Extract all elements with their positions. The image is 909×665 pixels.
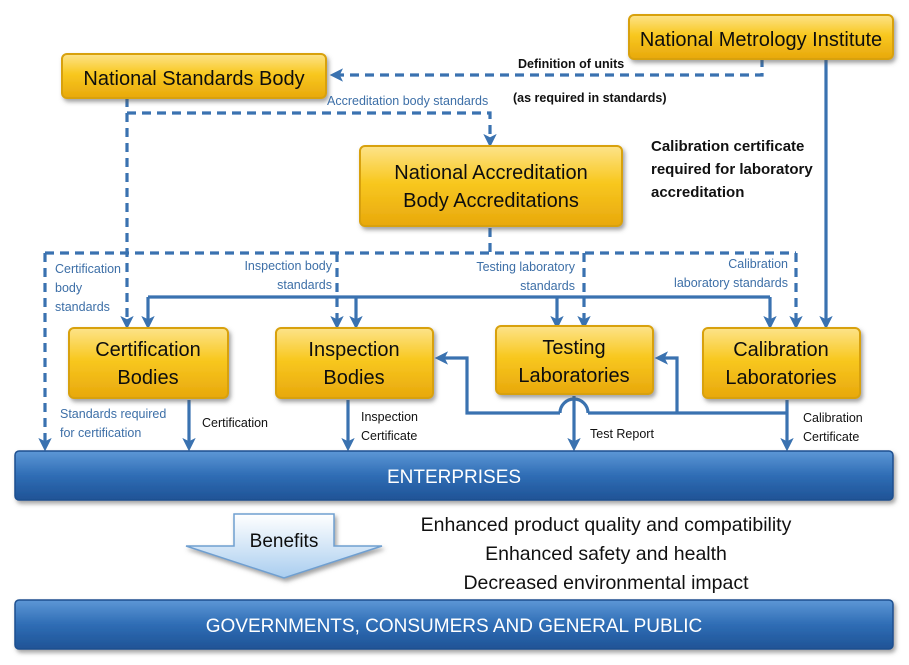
standards-required-line2: for certification bbox=[60, 426, 141, 440]
nmi-label: National Metrology Institute bbox=[640, 29, 882, 51]
nsb-label: National Standards Body bbox=[83, 68, 304, 90]
calibration-required-line2: required for laboratory bbox=[651, 161, 813, 178]
accreditation-standards-label: Accreditation body standards bbox=[327, 94, 488, 108]
certification-bodies-box: Certification Bodies bbox=[68, 327, 229, 399]
labels: Definition of units (as required in stan… bbox=[55, 57, 863, 444]
benefits-label: Benefits bbox=[250, 531, 319, 552]
nab-label-line2: Body Accreditations bbox=[403, 190, 579, 212]
inspection-certificate-line1: Inspection bbox=[361, 410, 418, 424]
calibration-certificate-line2: Certificate bbox=[803, 430, 859, 444]
nab-label-line1: National Accreditation bbox=[394, 162, 587, 184]
test-report-label: Test Report bbox=[590, 427, 654, 441]
certification-standards-line3: standards bbox=[55, 300, 110, 314]
benefit-item-environment: Decreased environmental impact bbox=[463, 572, 749, 594]
inspection-bodies-box: Inspection Bodies bbox=[275, 327, 434, 399]
inspection-standards-line2: standards bbox=[277, 278, 332, 292]
test-label-line1: Testing bbox=[542, 337, 605, 359]
definition-of-units-arrow bbox=[329, 58, 764, 82]
calibration-certificate-line1: Calibration bbox=[803, 411, 863, 425]
testing-standards-line1: Testing laboratory bbox=[476, 260, 575, 274]
calib-label-line2: Laboratories bbox=[725, 367, 836, 389]
test-label-line2: Laboratories bbox=[518, 365, 629, 387]
certification-standards-line1: Certification bbox=[55, 262, 121, 276]
benefit-items: Enhanced product quality and compatibili… bbox=[421, 514, 792, 594]
standards-required-line1: Standards required bbox=[60, 407, 166, 421]
certification-label: Certification bbox=[202, 416, 268, 430]
benefit-item-quality: Enhanced product quality and compatibili… bbox=[421, 514, 792, 536]
enterprises-label: ENTERPRISES bbox=[387, 467, 521, 488]
enterprises-bar: ENTERPRISES bbox=[14, 450, 894, 501]
calibration-standards-line2: laboratory standards bbox=[674, 276, 788, 290]
testing-laboratories-box: Testing Laboratories bbox=[495, 325, 654, 395]
calibration-to-testing-arrow bbox=[654, 351, 679, 413]
cert-label-line2: Bodies bbox=[117, 367, 178, 389]
inspection-certificate-line2: Certificate bbox=[361, 429, 417, 443]
definition-of-units-label: Definition of units bbox=[518, 57, 624, 71]
testing-standards-line2: standards bbox=[520, 279, 575, 293]
calibration-required-line1: Calibration certificate bbox=[651, 138, 804, 155]
insp-label-line1: Inspection bbox=[308, 339, 399, 361]
national-standards-body-box: National Standards Body bbox=[61, 53, 327, 99]
calib-label-line1: Calibration bbox=[733, 339, 829, 361]
nsb-to-nab-arrow bbox=[125, 98, 497, 148]
public-bar: GOVERNMENTS, CONSUMERS AND GENERAL PUBLI… bbox=[14, 599, 894, 650]
cert-label-line1: Certification bbox=[95, 339, 201, 361]
benefits-arrow: Benefits bbox=[185, 513, 383, 579]
connectors bbox=[38, 58, 833, 452]
national-accreditation-body-box: National Accreditation Body Accreditatio… bbox=[359, 145, 623, 227]
calibration-laboratories-box: Calibration Laboratories bbox=[702, 327, 861, 399]
inspection-standards-line1: Inspection body bbox=[244, 259, 332, 273]
calibration-standards-line1: Calibration bbox=[728, 257, 788, 271]
calibration-loop-hop bbox=[558, 397, 590, 414]
public-label: GOVERNMENTS, CONSUMERS AND GENERAL PUBLI… bbox=[206, 616, 703, 637]
insp-label-line2: Bodies bbox=[323, 367, 384, 389]
as-required-label: (as required in standards) bbox=[513, 91, 667, 105]
calibration-required-line3: accreditation bbox=[651, 184, 744, 201]
calibration-to-inspection-arrow bbox=[434, 351, 560, 415]
benefit-item-safety: Enhanced safety and health bbox=[485, 543, 727, 565]
certification-standards-line2: body bbox=[55, 281, 83, 295]
national-metrology-institute-box: National Metrology Institute bbox=[628, 14, 894, 60]
